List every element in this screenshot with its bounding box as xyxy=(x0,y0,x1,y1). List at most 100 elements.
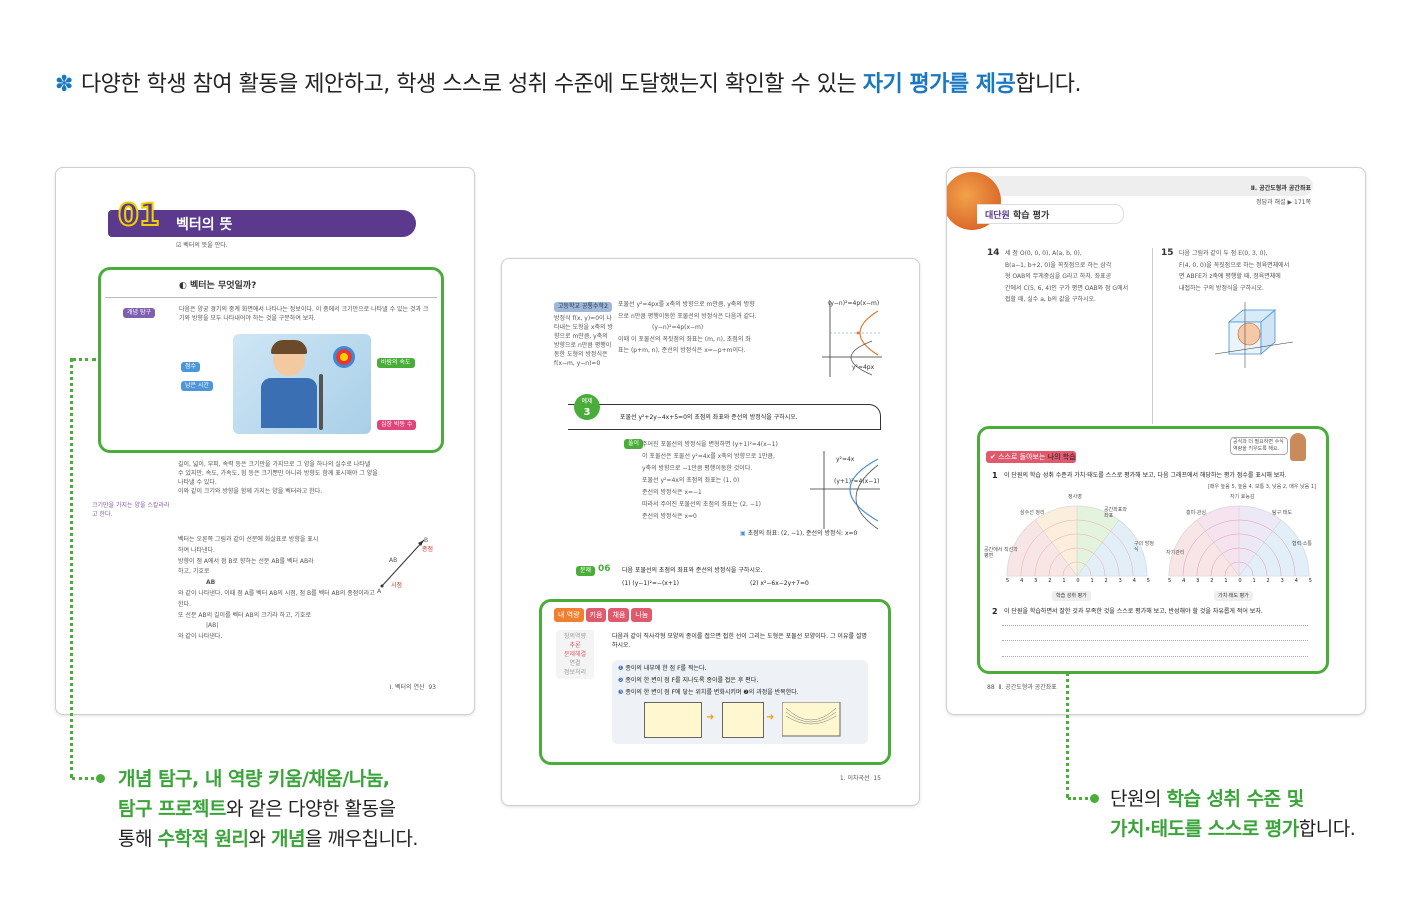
chart1-label-3: 정사영 xyxy=(1068,494,1082,500)
problem-item-2: (2) x²−6x−2y+7=0 xyxy=(750,580,809,587)
headline: ✽다양한 학생 참여 활동을 제안하고, 학생 스스로 성취 수준에 도달했는지… xyxy=(55,66,1081,98)
chart1-label-5: 구의 방정식 xyxy=(1134,541,1154,553)
question-divider xyxy=(1152,248,1153,424)
label-start-point: 시점 xyxy=(391,582,403,589)
q14-text: 세 점 O(0, 0, 0), A(a, b, 0),B(a−1, b+2, 0… xyxy=(1005,250,1129,303)
chart1-label-1: 공간에서 직선과 평면 xyxy=(984,547,1018,559)
fold-step-1 xyxy=(644,702,702,738)
parabola-graph-2 xyxy=(810,451,880,530)
fold-step-3 xyxy=(782,702,841,737)
concept-tag: 개념 탐구 xyxy=(123,308,155,318)
tab-share: 나눔 xyxy=(631,608,653,622)
box-heading: ◐ 벡터는 무엇일까? xyxy=(179,281,257,291)
graph2-label2: y²=4x xyxy=(836,456,855,463)
example-text: 포물선 y²+2y−4x+5=0의 초점의 좌표와 준선의 방정식을 구하시오. xyxy=(620,414,798,421)
unit-header-band xyxy=(981,176,1313,196)
problem-tag: 문제 xyxy=(576,566,596,576)
solution-tag: 풀이 xyxy=(624,439,644,449)
connector-right xyxy=(1066,672,1069,798)
chart2-label-3: 자기 효능감 xyxy=(1230,494,1255,500)
tab-fill: 채움 xyxy=(608,608,630,622)
chart2-caption: 가치·태도 평가 xyxy=(1214,591,1253,601)
label-point-b: B xyxy=(424,537,429,544)
graph1-label2: y²=4px xyxy=(852,364,875,371)
chart1-caption: 학습 성취 평가 xyxy=(1052,591,1091,601)
textbook-page-1: 01 벡터의 뜻 ☑ 벡터의 뜻을 안다. ◐ 벡터는 무엇일까? 개념 탐구 … xyxy=(55,167,475,715)
example-bar xyxy=(568,404,881,430)
self-assessment-box: ✔ 스스로 돌아보는 나의 학습 공식과 더 필요하면 수식 역량을 키우도록 … xyxy=(977,426,1329,674)
concept-box: ◐ 벡터는 무엇일까? 개념 탐구 다음은 양궁 경기의 중계 화면에서 나타나… xyxy=(98,267,444,453)
q15-text: 다음 그림과 같이 두 점 E(0, 3, 0),F(4, 0, 0)을 꼭짓점… xyxy=(1179,250,1290,292)
section-number: 01 xyxy=(117,197,161,234)
label-point-a: A xyxy=(377,588,382,595)
arrow-icon: ➜ xyxy=(706,712,715,723)
chart1-label-2: 삼수선 정리 xyxy=(1020,510,1045,516)
answer-lines xyxy=(1002,625,1308,657)
q14-number: 14 xyxy=(987,248,1000,258)
tab-my-ability: 내 역량 xyxy=(554,608,584,622)
graph1-label: (y−n)²=4p(x−m) xyxy=(828,300,880,307)
q15-number: 15 xyxy=(1161,248,1174,258)
answer-text: ▣ 초점의 좌표: (2, −1), 준선의 방정식: x=0 xyxy=(740,530,858,537)
chart2-label-2: 흥미·관심 xyxy=(1186,510,1206,516)
page-footer: Ⅰ. 벡터의 연산 93 xyxy=(389,684,436,691)
chart1-label-4: 공간좌표와 좌표 xyxy=(1104,507,1128,519)
section-objective: ☑ 벡터의 뜻을 안다. xyxy=(176,242,228,249)
item1-number: 1 xyxy=(992,471,998,480)
problem-number: 06 xyxy=(598,564,611,574)
self-tag-bar xyxy=(986,451,1076,463)
activity-box: 내 역량 키움 채움 나눔 창의역량 추론 문제해결 연결 정보처리 다음과 같… xyxy=(539,599,891,765)
parabola-graph-1 xyxy=(822,301,882,377)
connector-right-bottom xyxy=(1068,797,1088,800)
label-vector-ab: AB xyxy=(389,557,398,564)
side-text: 방정식 f(x, y)=0이 나타내는 도형을 x축의 방향으로 m만큼, y축… xyxy=(554,315,613,367)
self-title: ✔ 스스로 돌아보는 나의 학습 xyxy=(990,453,1076,461)
concept-text: 다음은 양궁 경기의 중계 화면에서 나타나는 정보이다. 이 중에서 크기만으… xyxy=(179,306,429,322)
attitude-chart xyxy=(1168,505,1310,577)
achievement-chart xyxy=(1006,505,1148,577)
section-title: 벡터의 뜻 xyxy=(176,217,233,233)
graph2-label: (y+1)²=4(x−1) xyxy=(834,478,880,485)
label-wind: 바람의 속도 xyxy=(377,358,415,368)
arrow-icon-2: ➜ xyxy=(766,712,775,723)
callout-right: 단원의 학습 성취 수준 및 가치·태도를 스스로 평가합니다. xyxy=(1110,788,1356,840)
label-score: 점수 xyxy=(181,362,201,372)
archer-illustration xyxy=(233,334,371,434)
headline-highlight: 자기 평가를 제공 xyxy=(862,72,1016,97)
solution-text: 주어진 포물선의 방정식을 변형하면 (y+1)²=4(x−1)이 포물선은 포… xyxy=(642,441,778,520)
vector-diagram xyxy=(380,539,425,588)
textbook-page-2: 고등학교 공통수학2 방정식 f(x, y)=0이 나타내는 도형을 x축의 방… xyxy=(501,258,920,806)
chart2-label-1: 자기관리 xyxy=(1166,550,1185,556)
connector-left xyxy=(70,358,73,778)
unit-title: Ⅱ. 공간도형과 공간좌표 xyxy=(1250,185,1311,192)
activity-steps: ❶ 종이의 내부에 한 점 F를 찍는다. ❷ 종이의 한 변이 점 F를 지나… xyxy=(612,660,868,744)
connector-left-bottom xyxy=(72,777,94,780)
activity-text: 다음과 같이 직사각형 모양의 종이를 접으면 접힌 선이 그리는 도형은 포물… xyxy=(612,633,867,649)
connector-right-dot xyxy=(1090,794,1099,803)
headline-text: 다양한 학생 참여 활동을 제안하고, 학생 스스로 성취 수준에 도달했는지 … xyxy=(80,72,863,97)
connector-left-dot xyxy=(96,774,105,783)
label-time: 남은 시간 xyxy=(181,381,213,391)
heading-bar xyxy=(977,204,1124,224)
headline-tail: 합니다. xyxy=(1015,72,1081,97)
answer-ref: 정답과 해설 ▶ 171쪽 xyxy=(1256,199,1311,206)
speech-bubble: 공식과 더 필요하면 수식 역량을 키우도록 해요. xyxy=(1230,437,1288,455)
mascot-icon xyxy=(1290,433,1306,461)
page-footer-3: 88 Ⅱ. 공간도형과 공간좌표 xyxy=(987,684,1057,691)
callout-left: 개념 탐구, 내 역량 키움/채움/나눔, 탐구 프로젝트와 같은 다양한 활동… xyxy=(118,768,418,850)
section-header xyxy=(108,210,416,237)
item2-number: 2 xyxy=(992,607,998,616)
cube-diagram xyxy=(1215,302,1294,368)
item2-text: 이 단원을 학습하면서 잘한 것과 부족한 것을 스스로 평가해 보고, 반성해… xyxy=(1004,608,1263,615)
item1-note: [매우 높음 5, 높음 4, 보통 3, 낮음 2, 매우 낮음 1] xyxy=(1207,484,1316,490)
side-tag: 고등학교 공통수학2 xyxy=(554,302,612,312)
problem-text: 다음 포물선의 초점의 좌표와 준선의 방정식을 구하시오. xyxy=(622,567,763,574)
side-note: 크기만을 가지는 양을 스칼라라고 한다. xyxy=(92,502,170,518)
activity-tab-bar: 내 역량 키움 채움 나눔 xyxy=(554,608,653,622)
body-text-1: 길이, 넓이, 부피, 속력 등은 크기만을 가지므로 그 양을 하나의 실수로… xyxy=(178,461,378,495)
item1-text: 이 단원의 학습 성취 수준과 가치·태도를 스스로 평가해 보고, 다음 그래… xyxy=(1004,472,1287,479)
